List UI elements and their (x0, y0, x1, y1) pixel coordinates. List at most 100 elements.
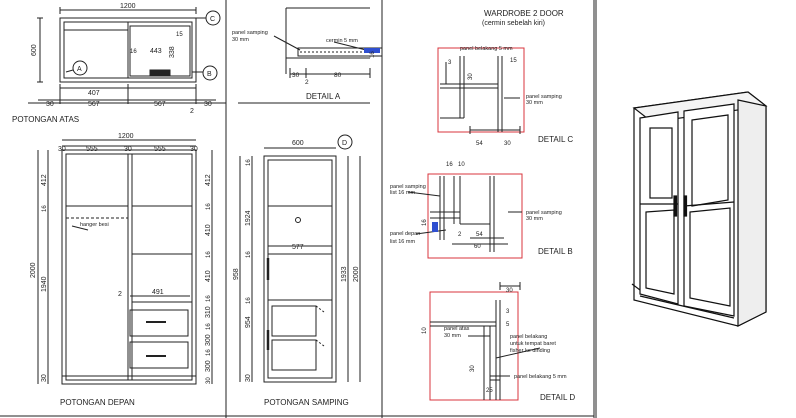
dd-note-atas-size: 30 mm (444, 333, 461, 339)
pd-dim-height-total: 2000 (30, 262, 37, 278)
dc-dim-30: 30 (504, 141, 511, 147)
dc-dim-3: 3 (448, 60, 452, 66)
pd-dim-drawer-width: 491 (152, 289, 164, 296)
detail-d (429, 282, 541, 401)
sheet-frame (0, 0, 597, 418)
wardrobe-3d-view (631, 91, 768, 327)
pd-dim-right-10: 16 (206, 349, 212, 356)
detail-d-text: 30 3 5 10 30 25 panel atas 30 mm panel b… (422, 288, 575, 402)
pd-dim-top-4: 555 (154, 146, 166, 153)
pd-dim-right-4: 16 (206, 251, 212, 258)
ps-dim-inner-height: 1933 (341, 266, 348, 282)
db-note-samping-r: panel samping (526, 210, 562, 216)
pa-callout-c: C (210, 16, 215, 23)
pa-callout-b: B (207, 71, 212, 78)
pd-dim-right-11: 300 (205, 360, 212, 372)
db-dim-16: 16 (446, 162, 453, 168)
pa-label: POTONGAN ATAS (12, 115, 79, 124)
pa-dim-inner-right: 443 (150, 48, 162, 55)
dc-dim-30-v: 30 (468, 73, 474, 80)
ps-label: POTONGAN SAMPING (264, 398, 349, 407)
pd-dim-right-7: 310 (205, 306, 212, 318)
db-note-samping-r-size: 30 mm (526, 216, 543, 222)
pa-dim-16: 16 (130, 49, 137, 55)
dd-note-atas: panel atas (444, 326, 470, 332)
dc-note-belakang: panel belakang 5 mm (460, 46, 513, 52)
db-note-samping-l-size: list 16 mm (390, 190, 415, 196)
db-note-samping-l: panel samping (390, 184, 426, 190)
pd-dim-right-6: 16 (206, 295, 212, 302)
dc-dim-54: 54 (476, 141, 483, 147)
detail-c-text: panel belakang 5 mm panel samping 30 mm … (448, 46, 573, 147)
ps-callout-d: D (342, 140, 347, 147)
db-note-depan-size: list 16 mm (390, 239, 415, 245)
ps-dim-inner-depth: 577 (292, 244, 304, 251)
pd-dim-right-1: 412 (205, 174, 212, 186)
dd-dim-3: 3 (506, 309, 510, 315)
ps-dim-left-3: 16 (246, 251, 252, 258)
db-note-depan: panel depan (390, 231, 420, 237)
dd-label: DETAIL D (540, 393, 575, 402)
pd-dim-right-3: 410 (205, 224, 212, 236)
dd-dim-5: 5 (506, 322, 510, 328)
detail-a-text: panel samping 30 mm cermin 5 mm 30 80 2 … (232, 30, 376, 101)
da-label: DETAIL A (306, 92, 341, 101)
pd-dim-right-5: 410 (205, 270, 212, 282)
db-dim-54: 54 (476, 232, 483, 238)
pd-label: POTONGAN DEPAN (60, 398, 135, 407)
ps-dim-left-4: 958 (233, 268, 240, 280)
da-dim-30: 30 (292, 72, 300, 79)
ps-dim-left-5: 16 (246, 297, 252, 304)
dc-note-samping-size: 30 mm (526, 100, 543, 106)
dd-dim-30-v: 30 (470, 365, 476, 372)
dd-note-belakang-2: untuk tempat baret (510, 341, 556, 347)
pd-dim-top-2: 555 (86, 146, 98, 153)
dd-note-belakang-3: fisher ke dinding (510, 348, 550, 354)
pa-callout-a: A (77, 66, 82, 73)
potongan-samping-text: 600 577 2000 1933 16 1924 16 958 16 954 … (233, 140, 360, 407)
dd-dim-25: 25 (486, 388, 493, 394)
detail-a-glass (364, 48, 380, 53)
potongan-samping (239, 134, 361, 383)
dc-note-samping: panel samping (526, 94, 562, 100)
pa-dim-2: 2 (190, 108, 194, 115)
dd-note-belakang-1: panel belakang (510, 334, 547, 340)
pd-dim-bottom: 30 (41, 374, 48, 382)
pd-dim-left-1: 412 (41, 174, 48, 186)
pd-dim-top-1: 30 (58, 146, 66, 153)
db-label: DETAIL B (538, 247, 573, 256)
dc-dim-15: 15 (510, 58, 517, 64)
sheet-title-main: WARDROBE 2 DOOR (484, 9, 564, 18)
da-dim-2: 2 (305, 79, 309, 86)
detail-b (407, 173, 523, 259)
dc-label: DETAIL C (538, 135, 573, 144)
pd-dim-right-9: 300 (205, 334, 212, 346)
potongan-depan-text: 1200 30 555 30 555 30 2000 1940 412 16 4… (30, 133, 212, 407)
pd-dim-width: 1200 (118, 133, 134, 140)
ps-dim-depth: 600 (292, 140, 304, 147)
pa-dim-inner-left: 407 (88, 90, 100, 97)
ps-dim-left-1: 16 (246, 159, 252, 166)
pa-dim-338: 338 (169, 46, 176, 58)
pd-dim-inner-height: 1940 (41, 276, 48, 292)
potongan-depan (37, 139, 213, 385)
db-dim-60: 60 (474, 244, 481, 250)
pa-dim-30-right: 30 (204, 101, 212, 108)
pa-dim-567-right: 567 (154, 101, 166, 108)
pa-dim-width: 1200 (120, 3, 136, 10)
pa-dim-30-left: 30 (46, 101, 54, 108)
pa-dim-567-left: 567 (88, 101, 100, 108)
dd-dim-10: 10 (422, 327, 428, 334)
pd-dim-top-3: 30 (124, 146, 132, 153)
sheet-title: WARDROBE 2 DOOR (cermin sebelah kiri) (482, 9, 564, 27)
ps-dim-left-2: 1924 (245, 210, 252, 226)
ps-dim-height: 2000 (353, 266, 360, 282)
pa-dim-depth: 600 (31, 44, 38, 56)
da-dim-16: 16 (370, 51, 376, 58)
da-note-cermin: cermin 5 mm (326, 38, 358, 44)
potongan-atas-text: 1200 600 407 443 338 16 15 30 567 567 2 … (12, 3, 215, 124)
detail-c (437, 47, 525, 134)
potongan-atas (37, 7, 221, 104)
pd-dim-top-5: 30 (190, 146, 198, 153)
